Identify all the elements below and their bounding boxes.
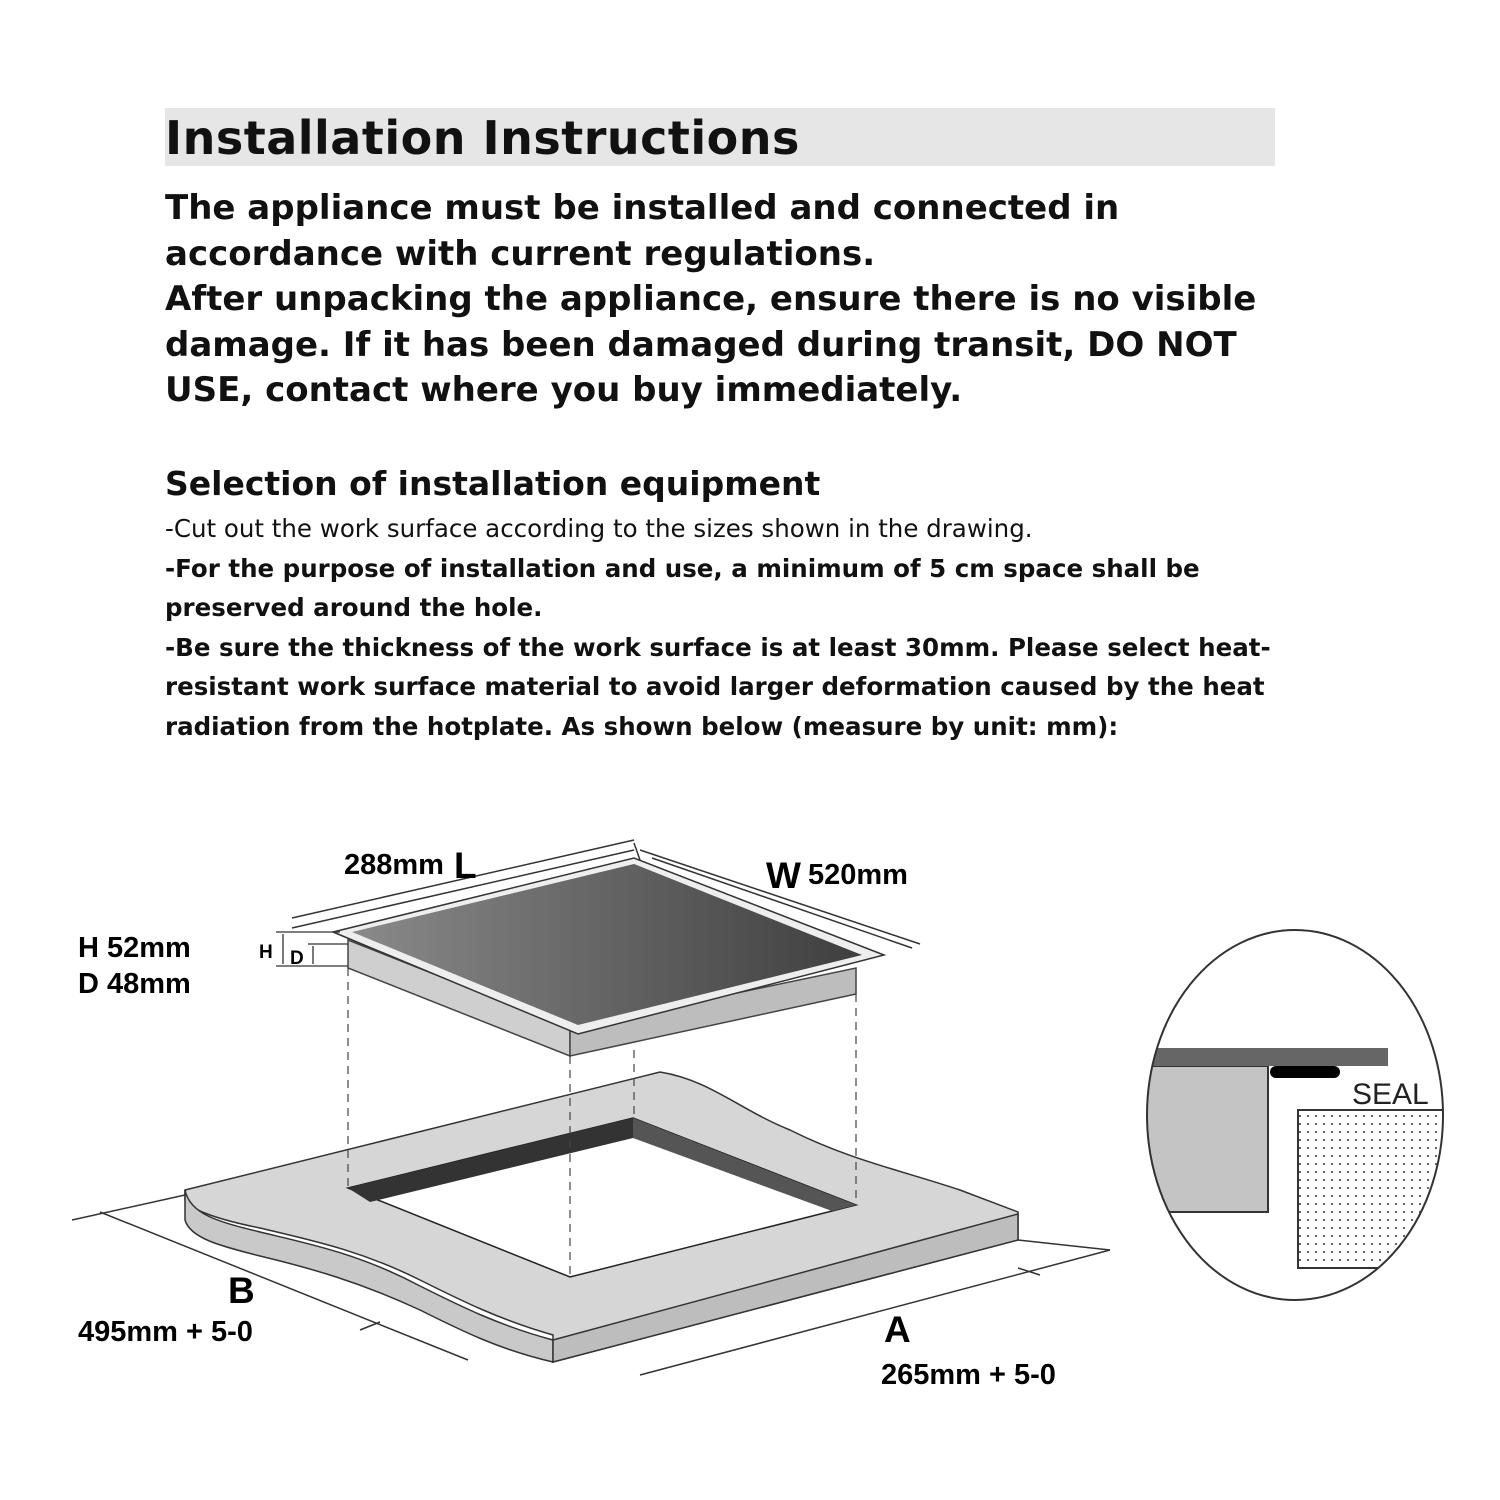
width-letter: W bbox=[766, 855, 801, 896]
page-title: Installation Instructions bbox=[165, 108, 1275, 166]
b-value: 495mm + 5-0 bbox=[78, 1316, 253, 1348]
instruction-step: -For the purpose of installation and use… bbox=[165, 553, 1200, 623]
seal-label: SEAL bbox=[1352, 1078, 1429, 1111]
projection-lines bbox=[347, 968, 857, 1277]
height-depth-marks bbox=[276, 931, 348, 967]
section-title: Selection of installation equipment bbox=[165, 464, 821, 503]
a-value: 265mm + 5-0 bbox=[881, 1359, 1056, 1391]
b-letter: B bbox=[228, 1270, 255, 1311]
depth-label: D 48mm bbox=[78, 968, 191, 1000]
width-dimension-line bbox=[639, 849, 921, 949]
hob-appliance bbox=[330, 857, 887, 1058]
length-letter: L bbox=[454, 845, 477, 886]
intro-text: The appliance must be installed and conn… bbox=[165, 186, 1280, 414]
b-dimension-line bbox=[71, 1194, 469, 1361]
instruction-list: -Cut out the work surface according to t… bbox=[165, 509, 1280, 746]
length-dimension-line bbox=[291, 839, 641, 929]
a-letter: A bbox=[884, 1309, 911, 1350]
worktop bbox=[184, 1071, 1019, 1363]
intro-paragraph: After unpacking the appliance, ensure th… bbox=[165, 279, 1257, 410]
height-mark: H bbox=[259, 942, 273, 963]
instruction-step: -Cut out the work surface according to t… bbox=[165, 514, 1033, 543]
height-label: H 52mm bbox=[78, 932, 191, 964]
seal-detail: SEAL bbox=[1146, 929, 1444, 1301]
instruction-step: -Be sure the thickness of the work surfa… bbox=[165, 632, 1271, 741]
width-value: 520mm bbox=[808, 859, 908, 891]
length-value: 288mm bbox=[344, 849, 444, 881]
intro-paragraph: The appliance must be installed and conn… bbox=[165, 188, 1120, 274]
depth-mark: D bbox=[290, 948, 304, 969]
a-dimension-line bbox=[639, 1239, 1111, 1376]
